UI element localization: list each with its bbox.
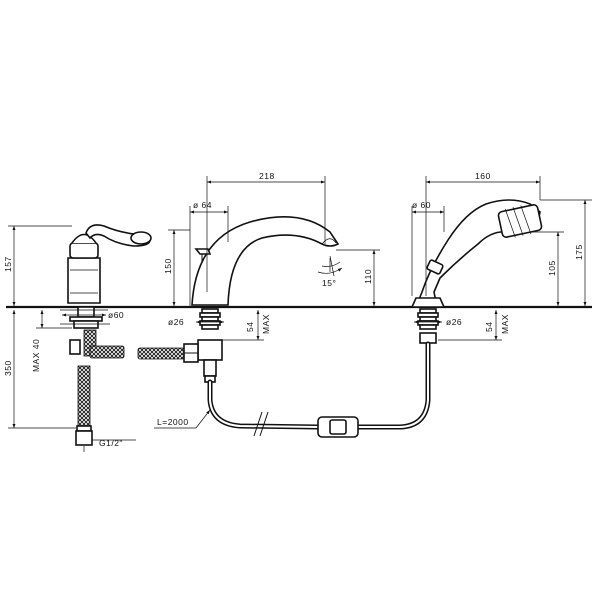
dim-350: 350 [3, 360, 13, 376]
dim-d26-shower: ø26 [446, 317, 462, 327]
dim-d60-shower: ø 60 [412, 200, 431, 210]
dim-d64: ø 64 [193, 200, 212, 210]
thread-label: G1/2" [99, 438, 123, 448]
dim-d26-spout: ø26 [168, 317, 184, 327]
dim-max-shower: MAX [500, 314, 510, 334]
mixer-valve [60, 224, 152, 446]
hose-length-label: L=2000 [157, 417, 189, 427]
dim-105: 105 [547, 260, 557, 276]
spout [137, 216, 341, 383]
dim-175: 175 [574, 244, 584, 260]
dim-110: 110 [363, 269, 373, 284]
dim-max-spout: MAX [261, 314, 271, 334]
dimension-lines [8, 176, 592, 452]
dim-max40: MAX 40 [31, 339, 41, 372]
dim-54-spout: 54 [245, 322, 255, 332]
hand-shower [410, 199, 543, 344]
dim-d60-mixer: ø60 [108, 310, 124, 320]
dim-15-degrees: 15° [322, 278, 336, 288]
dim-218: 218 [259, 171, 275, 181]
dim-160: 160 [475, 171, 491, 181]
shower-hose [207, 341, 431, 438]
dim-157: 157 [3, 256, 13, 272]
dim-54-shower: 54 [484, 322, 494, 332]
dim-150: 150 [163, 258, 173, 274]
